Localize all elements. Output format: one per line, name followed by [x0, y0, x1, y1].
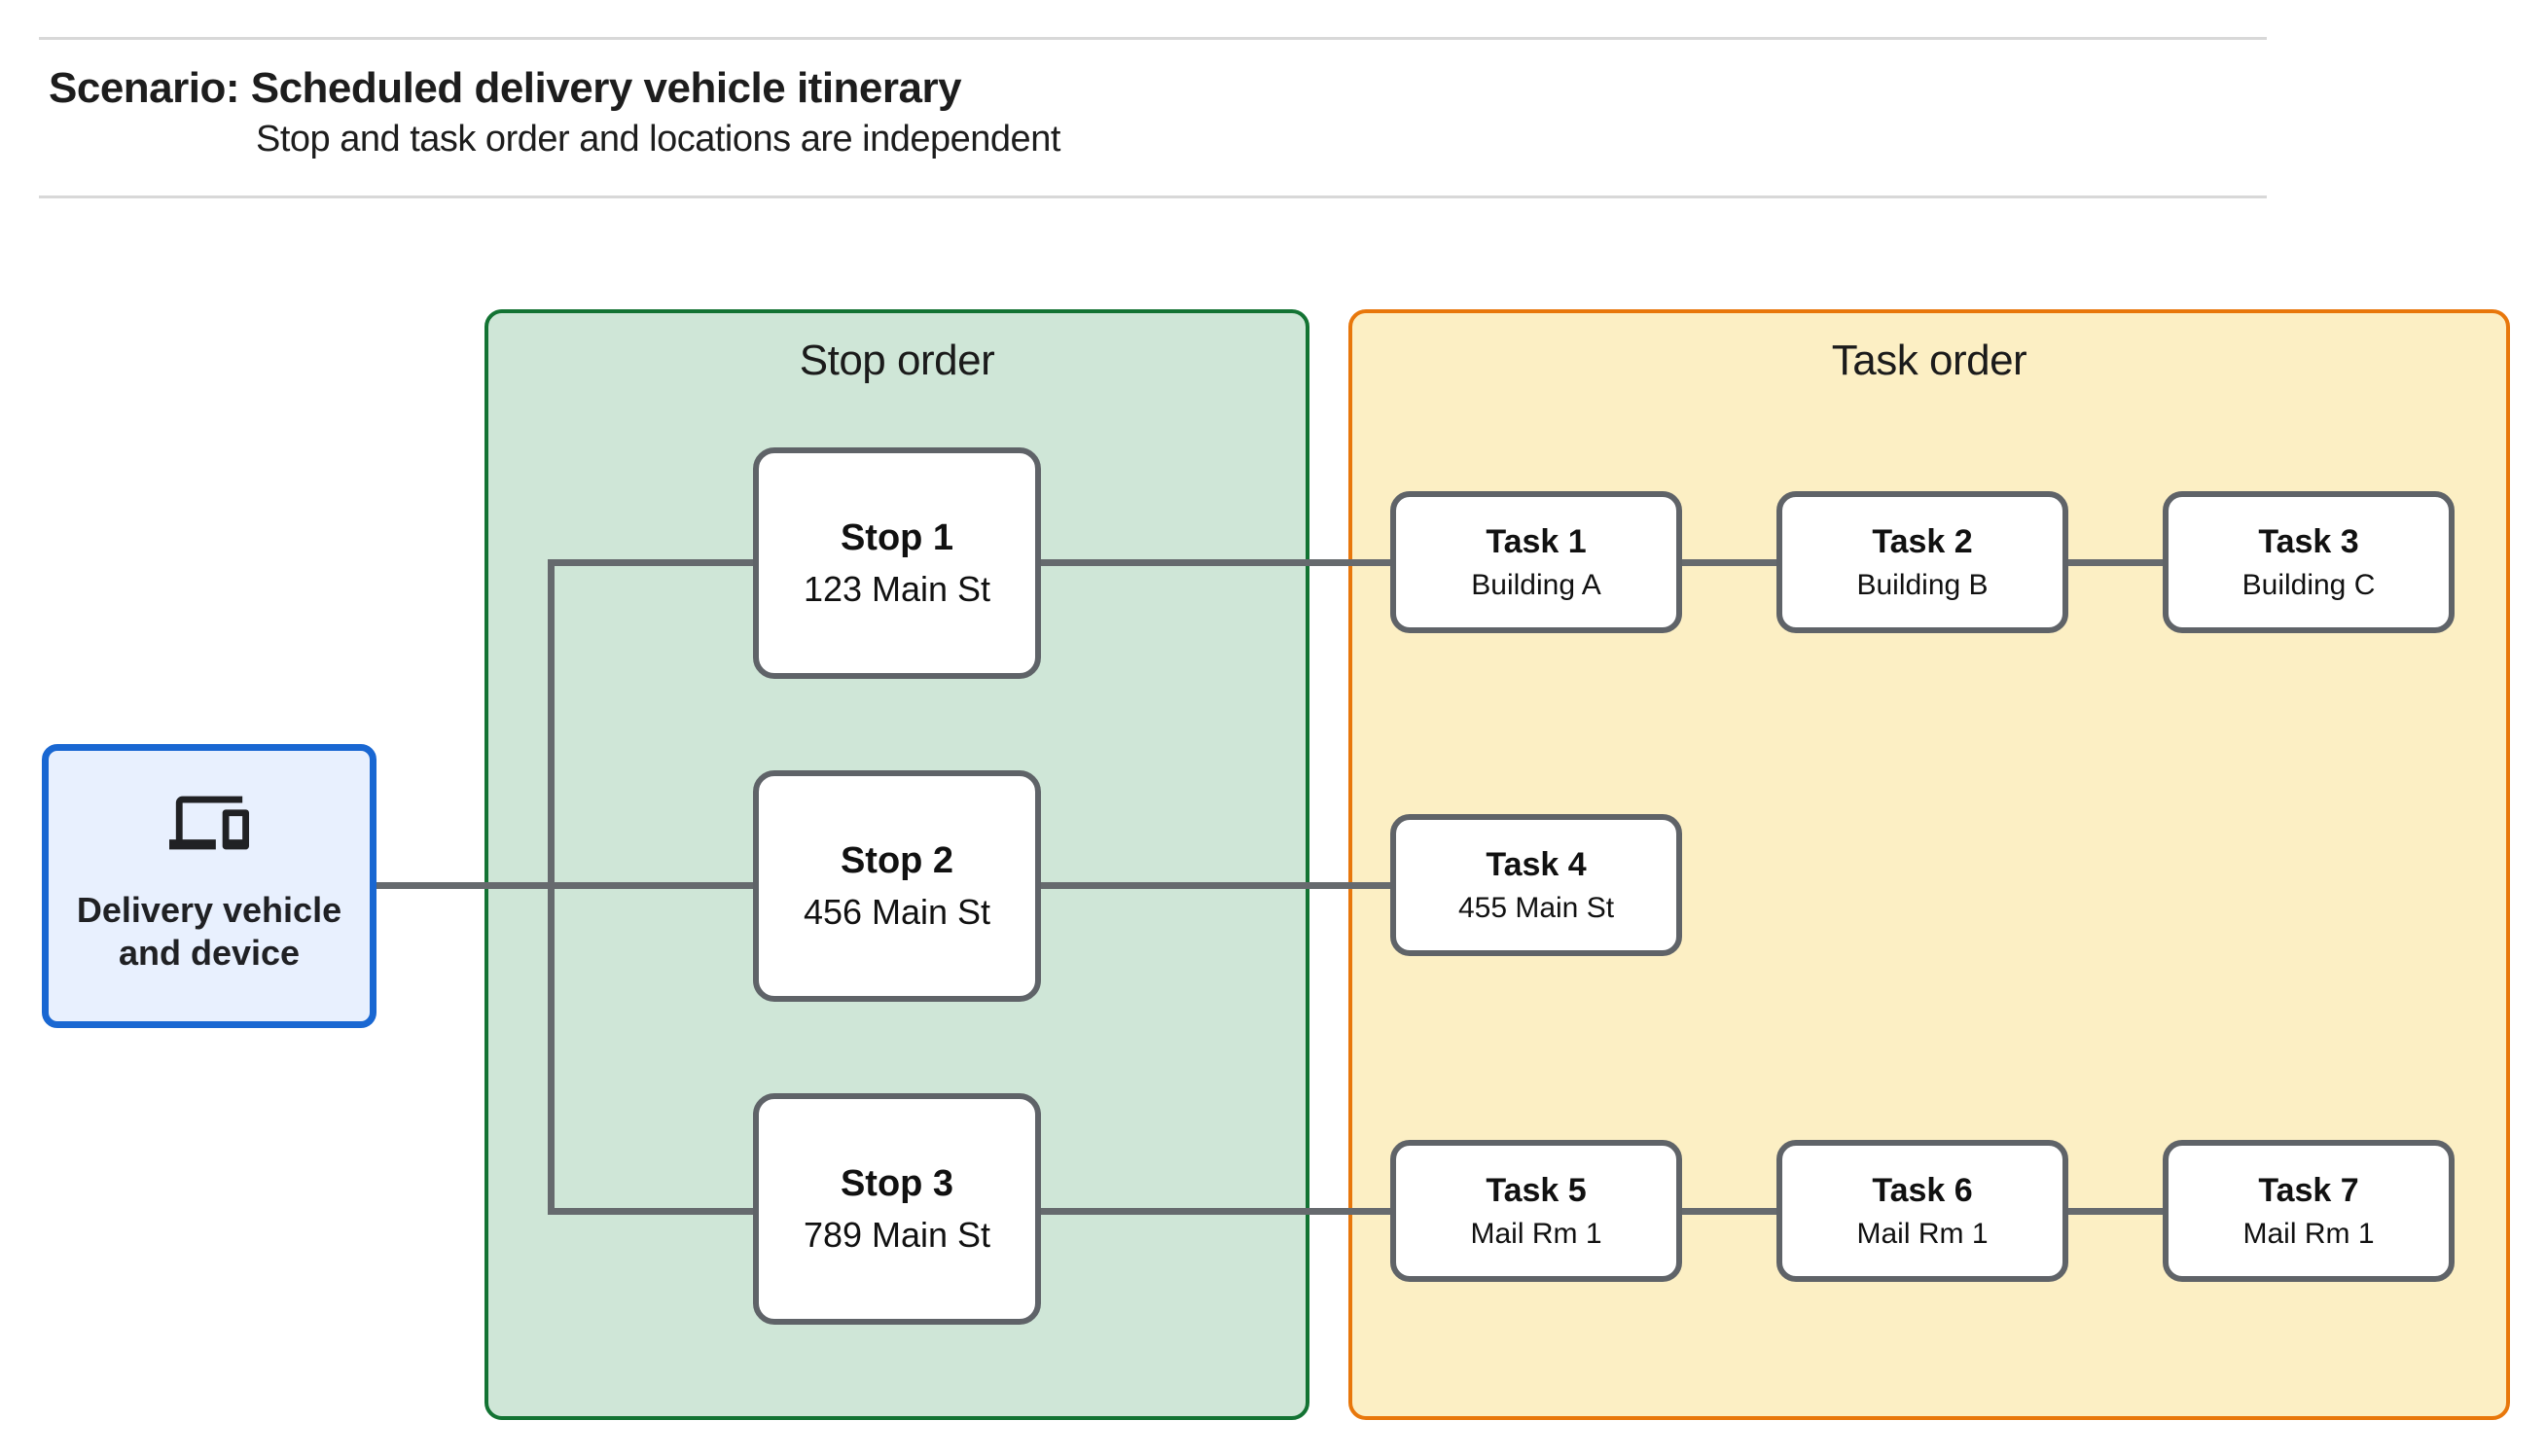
- devices-icon: [169, 784, 249, 862]
- task-2-location: Building B: [1856, 568, 1989, 601]
- task-4-location: 455 Main St: [1457, 891, 1615, 924]
- connector-task6-to-task7: [2068, 1208, 2163, 1215]
- task-5-title: Task 5: [1486, 1171, 1587, 1209]
- delivery-vehicle-label: Delivery vehicle and device: [76, 890, 342, 973]
- header-divider-bottom: [39, 195, 2267, 198]
- task-6-node: Task 6 Mail Rm 1: [1776, 1140, 2068, 1282]
- task-5-location: Mail Rm 1: [1470, 1217, 1602, 1250]
- page-title: Scenario: Scheduled delivery vehicle iti…: [49, 64, 962, 112]
- stop-3-address: 789 Main St: [803, 1214, 991, 1255]
- connector-trunk-to-stop1: [548, 559, 753, 566]
- stop-2-node: Stop 2 456 Main St: [753, 770, 1041, 1002]
- connector-task5-to-task6: [1682, 1208, 1776, 1215]
- connector-task2-to-task3: [2068, 559, 2163, 566]
- task-1-node: Task 1 Building A: [1390, 491, 1682, 633]
- task-4-node: Task 4 455 Main St: [1390, 814, 1682, 956]
- connector-stop1-to-task1: [1041, 559, 1390, 566]
- stop-1-node: Stop 1 123 Main St: [753, 447, 1041, 679]
- task-4-title: Task 4: [1486, 845, 1587, 883]
- stop-order-panel-title: Stop order: [799, 337, 995, 384]
- delivery-vehicle-node: Delivery vehicle and device: [42, 744, 377, 1028]
- stop-2-title: Stop 2: [840, 839, 954, 881]
- stop-1-title: Stop 1: [840, 516, 954, 558]
- connector-stop2-to-task4: [1041, 882, 1390, 889]
- task-6-location: Mail Rm 1: [1856, 1217, 1989, 1250]
- task-2-node: Task 2 Building B: [1776, 491, 2068, 633]
- task-7-node: Task 7 Mail Rm 1: [2163, 1140, 2455, 1282]
- stop-3-node: Stop 3 789 Main St: [753, 1093, 1041, 1325]
- page-subtitle: Stop and task order and locations are in…: [256, 119, 1060, 160]
- task-3-node: Task 3 Building C: [2163, 491, 2455, 633]
- stop-3-title: Stop 3: [840, 1162, 954, 1204]
- task-3-title: Task 3: [2258, 522, 2359, 560]
- task-7-title: Task 7: [2258, 1171, 2359, 1209]
- task-6-title: Task 6: [1872, 1171, 1973, 1209]
- task-2-title: Task 2: [1872, 522, 1973, 560]
- connector-stop3-to-task5: [1041, 1208, 1390, 1215]
- header-divider-top: [39, 37, 2267, 40]
- task-3-location: Building C: [2241, 568, 2376, 601]
- task-5-node: Task 5 Mail Rm 1: [1390, 1140, 1682, 1282]
- stop-1-address: 123 Main St: [803, 568, 991, 609]
- connector-task1-to-task2: [1682, 559, 1776, 566]
- connector-trunk-to-stop3: [548, 1208, 753, 1215]
- task-1-title: Task 1: [1486, 522, 1587, 560]
- task-order-panel-title: Task order: [1831, 337, 2027, 384]
- stop-2-address: 456 Main St: [803, 891, 991, 932]
- task-7-location: Mail Rm 1: [2242, 1217, 2375, 1250]
- connector-vehicle-to-stop2: [377, 882, 753, 889]
- task-1-location: Building A: [1471, 568, 1601, 601]
